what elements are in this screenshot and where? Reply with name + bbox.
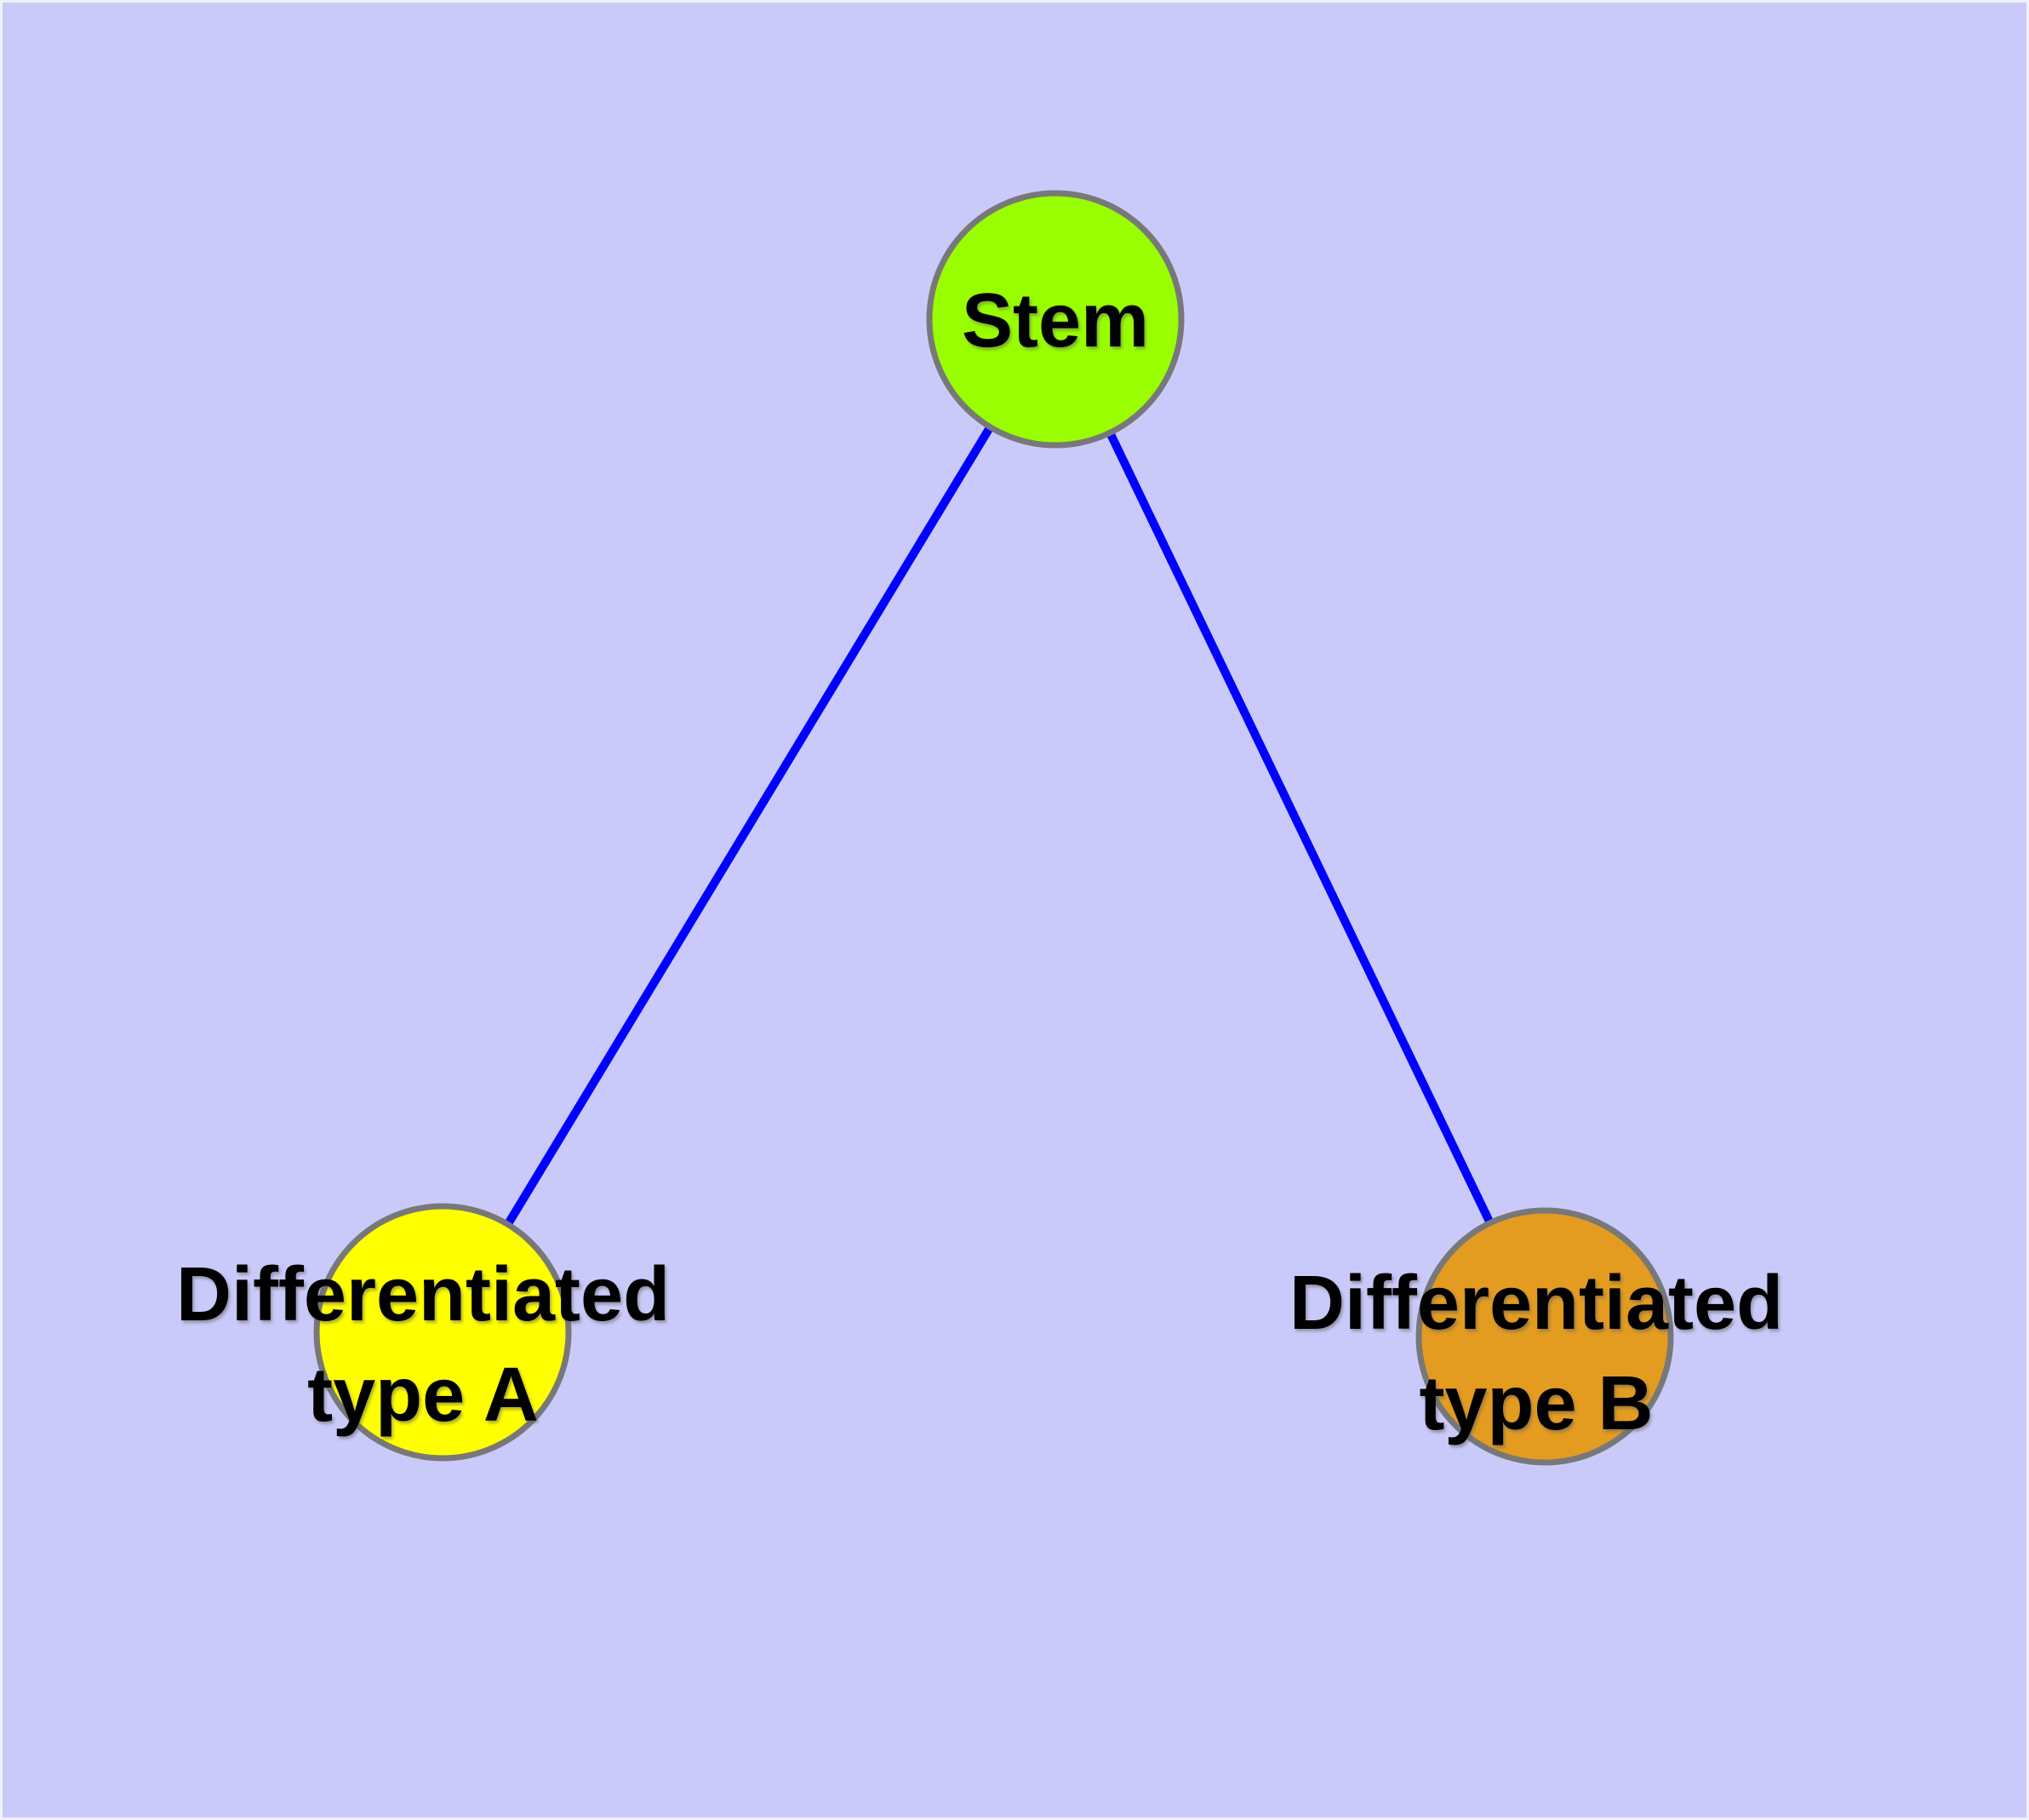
node-type-b-circle <box>1415 1207 1674 1466</box>
edge-stem-to-type-b <box>1051 317 1549 1339</box>
stem-label-text: Stem <box>961 278 1150 363</box>
type-b-label-line2: type B <box>1419 1361 1654 1446</box>
graph-svg <box>3 3 2026 1817</box>
node-type-a-circle <box>313 1203 572 1462</box>
type-a-label-line1: Differentiated <box>175 1252 671 1337</box>
node-stem-circle <box>926 190 1185 449</box>
node-type-b-label: Differentiated type B <box>1289 1253 1783 1454</box>
node-type-a-label: Differentiated type A <box>176 1245 670 1445</box>
type-b-label-line1: Differentiated <box>1289 1261 1784 1346</box>
node-stem-label: Stem <box>962 271 1149 371</box>
edge-stem-to-type-a <box>438 317 1060 1335</box>
type-a-label-line2: type A <box>307 1353 539 1438</box>
